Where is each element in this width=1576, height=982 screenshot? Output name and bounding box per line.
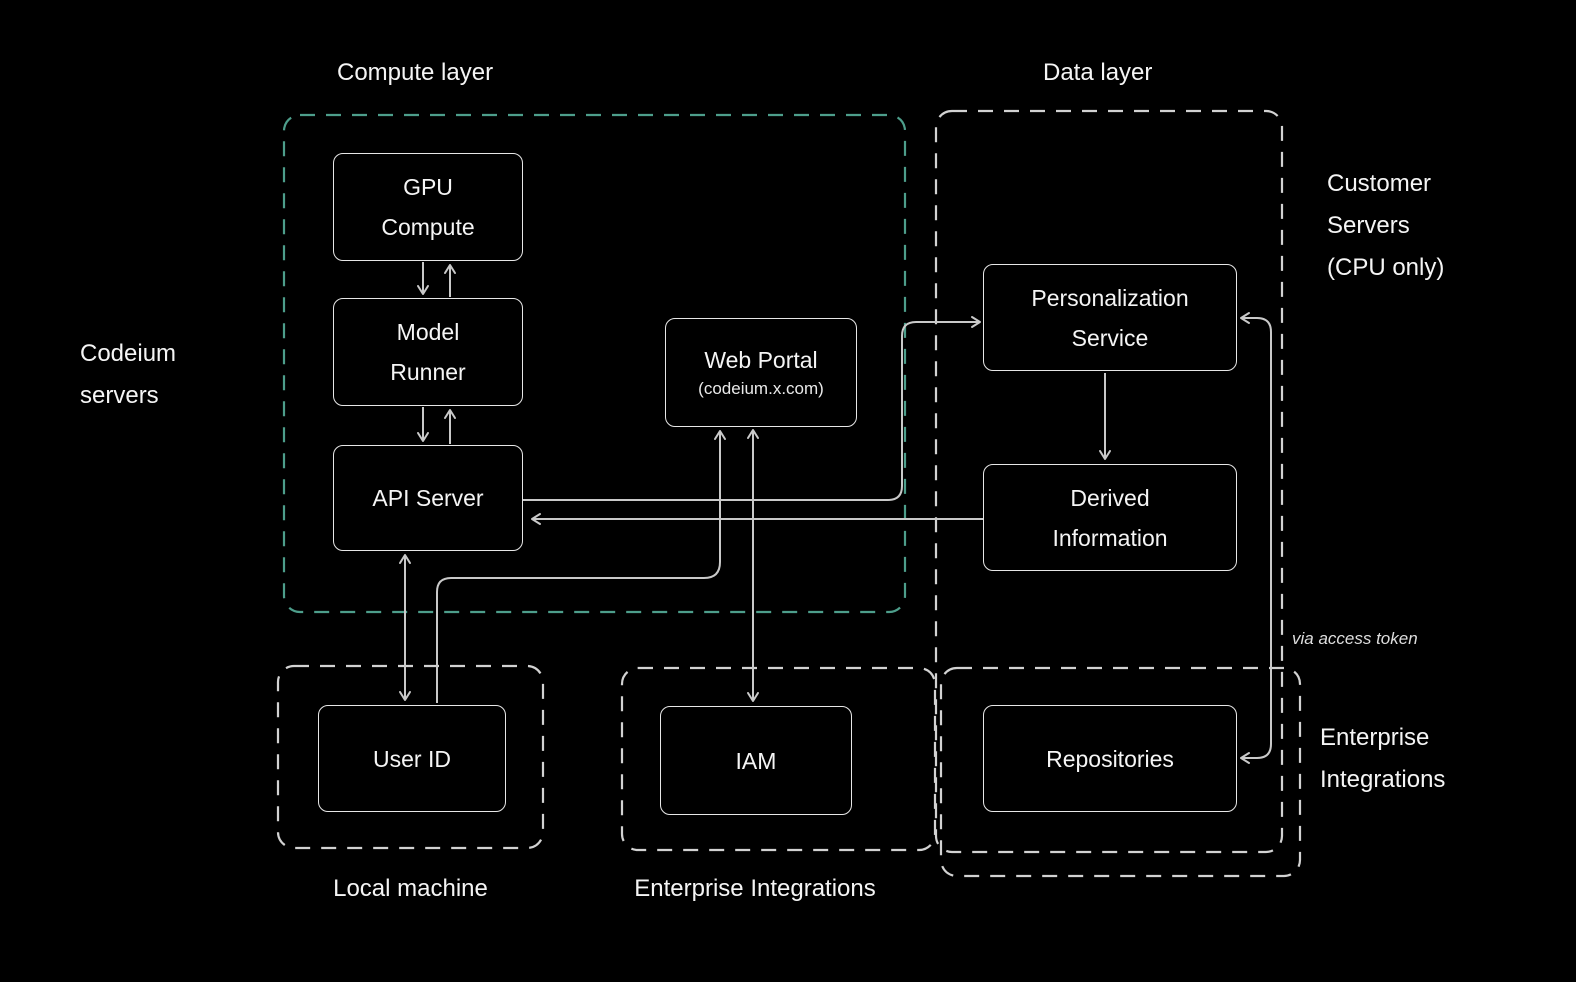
model-runner-node: Model Runner [333,298,523,406]
enterprise-integrations-right-label: Enterprise Integrations [1320,724,1446,793]
data-layer-label: Data layer [1043,59,1153,86]
local-machine-label: Local machine [333,875,488,902]
web-portal-url-label: (codeium.x.com) [698,378,824,398]
arrow-userid-to-webportal [436,430,726,703]
iam-label: IAM [735,747,777,774]
enterprise-integrations-container [620,666,937,852]
enterprise-integrations-right-container [939,666,1302,878]
arrow-personalization-repositories-via-token [1240,312,1272,764]
via-access-token-label: via access token [1292,629,1418,648]
repositories-node: Repositories [983,705,1237,812]
enterprise-integrations-bottom-label: Enterprise Integrations [634,875,876,902]
compute-layer-label: Compute layer [337,59,494,86]
api-server-node: API Server [333,445,523,551]
codeium-servers-label: Codeium servers [80,340,177,409]
compute-layer-container [282,113,907,614]
gpu-compute-label: GPU Compute [381,174,475,240]
derived-information-label: Derived Information [1052,484,1168,551]
iam-node: IAM [660,706,852,815]
customer-servers-label: Customer Servers (CPU only) [1327,170,1445,281]
repositories-label: Repositories [1046,745,1174,772]
api-server-label: API Server [372,485,484,511]
user-id-label: User ID [373,745,451,772]
arrow-apiserver-to-personalization [523,316,981,501]
user-id-node: User ID [318,705,506,812]
personalization-service-label: Personalization Service [1031,284,1189,351]
web-portal-node: Web Portal (codeium.x.com) [665,318,857,427]
data-layer-container [934,109,1284,854]
personalization-service-node: Personalization Service [983,264,1237,371]
derived-information-node: Derived Information [983,464,1237,571]
web-portal-label: Web Portal [704,346,818,373]
model-runner-label: Model Runner [390,319,466,385]
gpu-compute-node: GPU Compute [333,153,523,261]
